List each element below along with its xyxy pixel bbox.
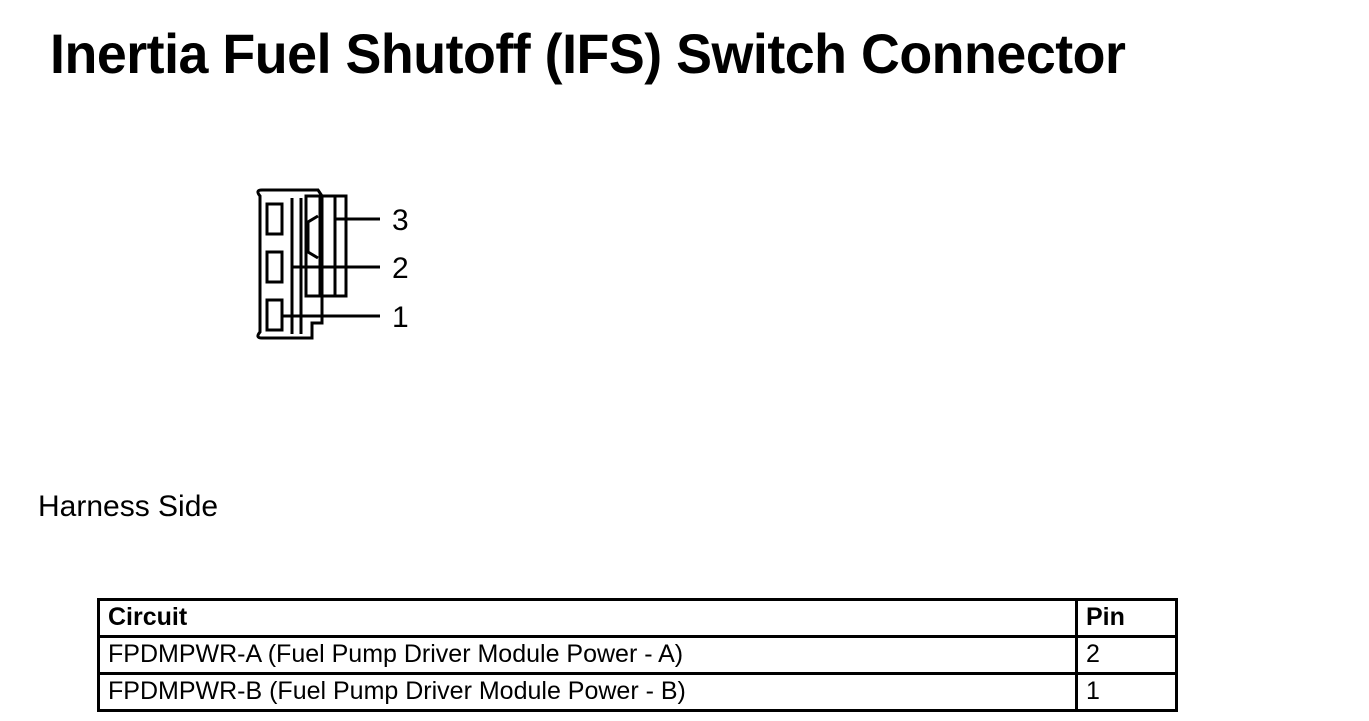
- table-row: FPDMPWR-A (Fuel Pump Driver Module Power…: [97, 635, 1178, 675]
- cell-pin: 1: [1075, 672, 1178, 712]
- circuit-pin-table-container: Circuit Pin FPDMPWR-A (Fuel Pump Driver …: [97, 598, 1178, 712]
- table-header-row: Circuit Pin: [97, 598, 1178, 638]
- connector-cavity-2: [265, 250, 284, 284]
- pin-label-2: 2: [392, 252, 409, 285]
- connector-terminal-block: [304, 194, 348, 298]
- connector-drawing-svg: 3 2 1: [256, 188, 409, 340]
- cell-circuit: FPDMPWR-B (Fuel Pump Driver Module Power…: [97, 672, 1078, 712]
- connector-shell-outline: [256, 188, 324, 340]
- connector-cavity-3: [265, 202, 284, 236]
- connector-latch-arm: [306, 214, 319, 260]
- circuit-pin-table: Circuit Pin FPDMPWR-A (Fuel Pump Driver …: [97, 598, 1178, 712]
- column-header-pin: Pin: [1075, 598, 1178, 638]
- pin-label-3: 3: [392, 204, 409, 237]
- pin-label-1: 1: [392, 301, 409, 334]
- column-header-circuit: Circuit: [97, 598, 1078, 638]
- cell-circuit: FPDMPWR-A (Fuel Pump Driver Module Power…: [97, 635, 1078, 675]
- harness-side-caption: Harness Side: [38, 490, 219, 523]
- cell-pin: 2: [1075, 635, 1178, 675]
- table-row: FPDMPWR-B (Fuel Pump Driver Module Power…: [97, 672, 1178, 712]
- connector-cavity-1: [265, 298, 284, 332]
- page-title: Inertia Fuel Shutoff (IFS) Switch Connec…: [50, 22, 1126, 85]
- connector-diagram: 3 2 1: [240, 178, 440, 353]
